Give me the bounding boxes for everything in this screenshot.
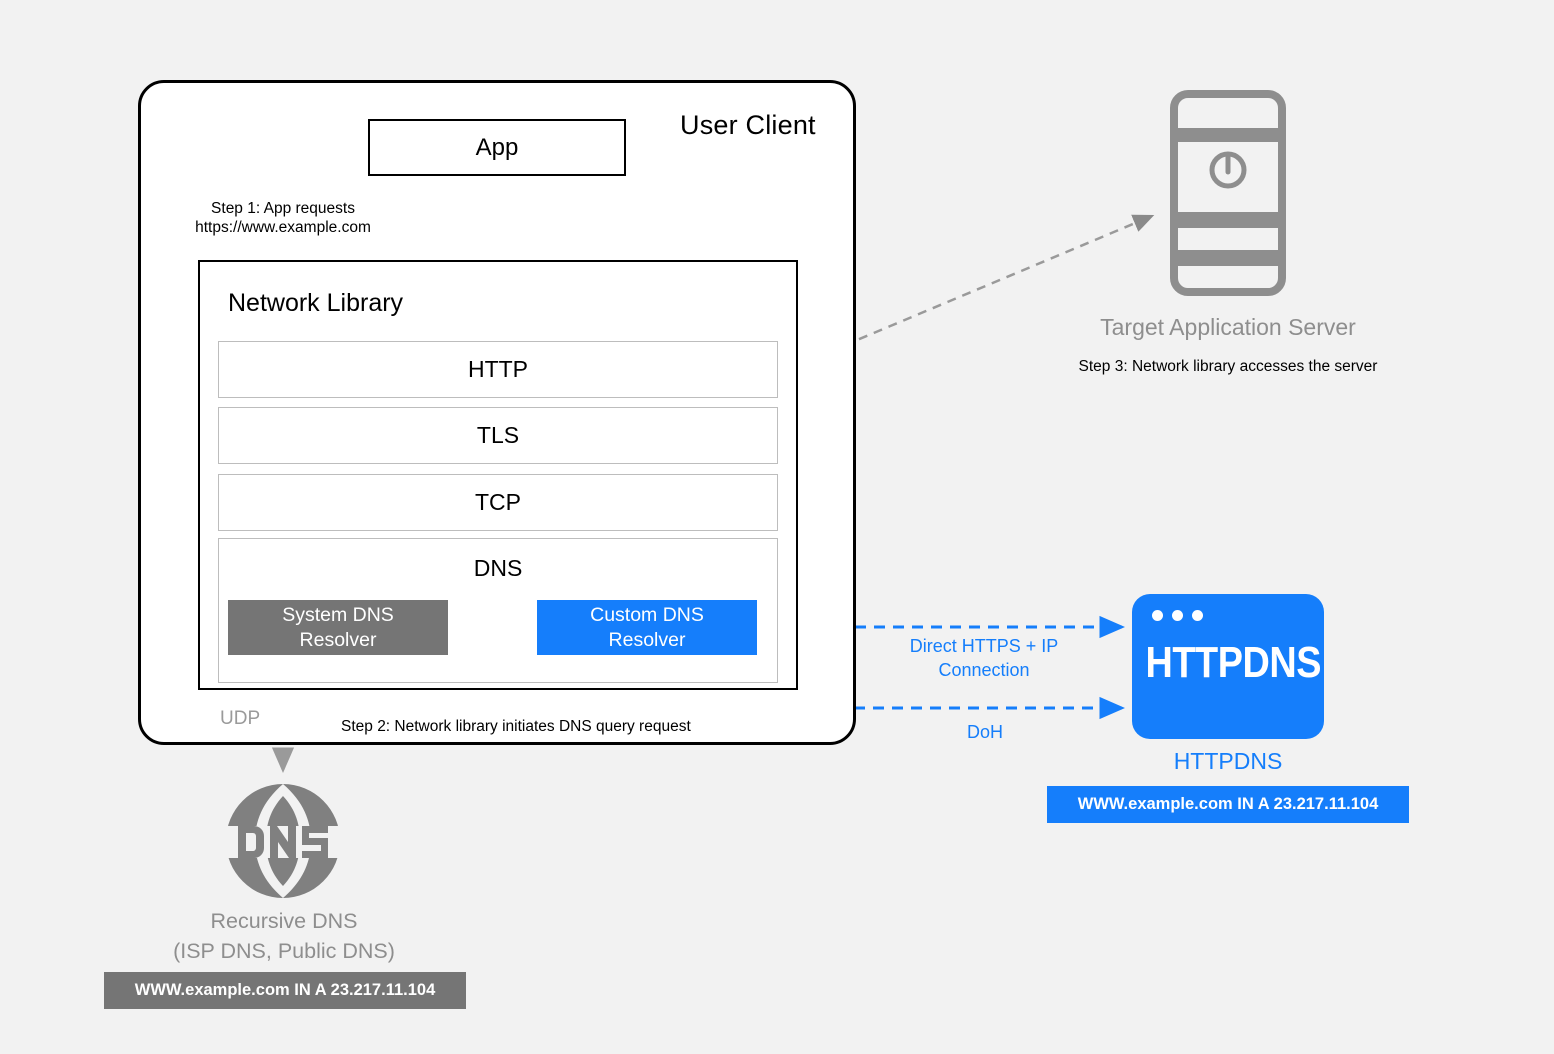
step1-line2: https://www.example.com	[195, 219, 371, 236]
protocol-layer-tcp[interactable]: TCP	[218, 474, 778, 531]
step2-annotation: Step 2: Network library initiates DNS qu…	[341, 718, 691, 735]
system-dns-resolver-box[interactable]: System DNS Resolver	[228, 600, 448, 655]
protocol-layer-tls-label: TLS	[476, 422, 520, 448]
app-label: App	[475, 133, 519, 161]
step1-annotation: Step 1: App requests https://www.example…	[168, 199, 398, 237]
recursive-dns-label-line2: (ISP DNS, Public DNS)	[173, 939, 395, 963]
step1-line1: Step 1: App requests	[211, 200, 355, 217]
recursive-dns-record: WWW.example.com IN A 23.217.11.104	[104, 972, 466, 1009]
udp-label: UDP	[220, 708, 261, 729]
dns-globe-icon	[222, 784, 344, 898]
recursive-dns-label-line1: Recursive DNS	[210, 909, 358, 933]
custom-dns-resolver-line1: Custom DNS	[590, 603, 704, 626]
server-icon	[1170, 90, 1286, 296]
direct-connection-line2: Connection	[938, 660, 1030, 680]
httpdns-label: HTTPDNS	[1173, 748, 1283, 774]
httpdns-dns-record-text: WWW.example.com IN A 23.217.11.104	[1077, 795, 1379, 813]
direct-connection-label: Direct HTTPS + IP Connection	[874, 634, 1094, 682]
recursive-dns-record-text: WWW.example.com IN A 23.217.11.104	[134, 981, 436, 999]
system-dns-resolver-line1: System DNS	[282, 603, 394, 626]
user-client-title: User Client	[680, 110, 816, 140]
httpdns-wordmark: HTTPDNS	[1145, 638, 1322, 687]
recursive-dns-label: Recursive DNS (ISP DNS, Public DNS)	[98, 906, 470, 966]
protocol-layer-http-label: HTTP	[467, 356, 529, 382]
protocol-layer-tls[interactable]: TLS	[218, 407, 778, 464]
system-dns-resolver-line2: Resolver	[299, 628, 377, 651]
window-dots-icon	[1152, 610, 1203, 621]
step3-annotation: Step 3: Network library accesses the ser…	[1078, 358, 1378, 375]
httpdns-dns-record: WWW.example.com IN A 23.217.11.104	[1047, 786, 1409, 823]
protocol-layer-tcp-label: TCP	[475, 489, 521, 515]
custom-dns-resolver-line2: Resolver	[608, 628, 686, 651]
target-server-label: Target Application Server	[1100, 314, 1356, 340]
protocol-layer-http[interactable]: HTTP	[218, 341, 778, 398]
direct-connection-line1: Direct HTTPS + IP	[909, 636, 1059, 656]
httpdns-icon[interactable]: HTTPDNS	[1132, 594, 1324, 739]
custom-dns-resolver-box[interactable]: Custom DNS Resolver	[537, 600, 757, 655]
network-library-title: Network Library	[228, 289, 404, 317]
doh-label: DoH	[966, 722, 1003, 742]
app-box[interactable]: App	[368, 119, 626, 176]
protocol-layer-dns-label: DNS	[473, 555, 523, 581]
